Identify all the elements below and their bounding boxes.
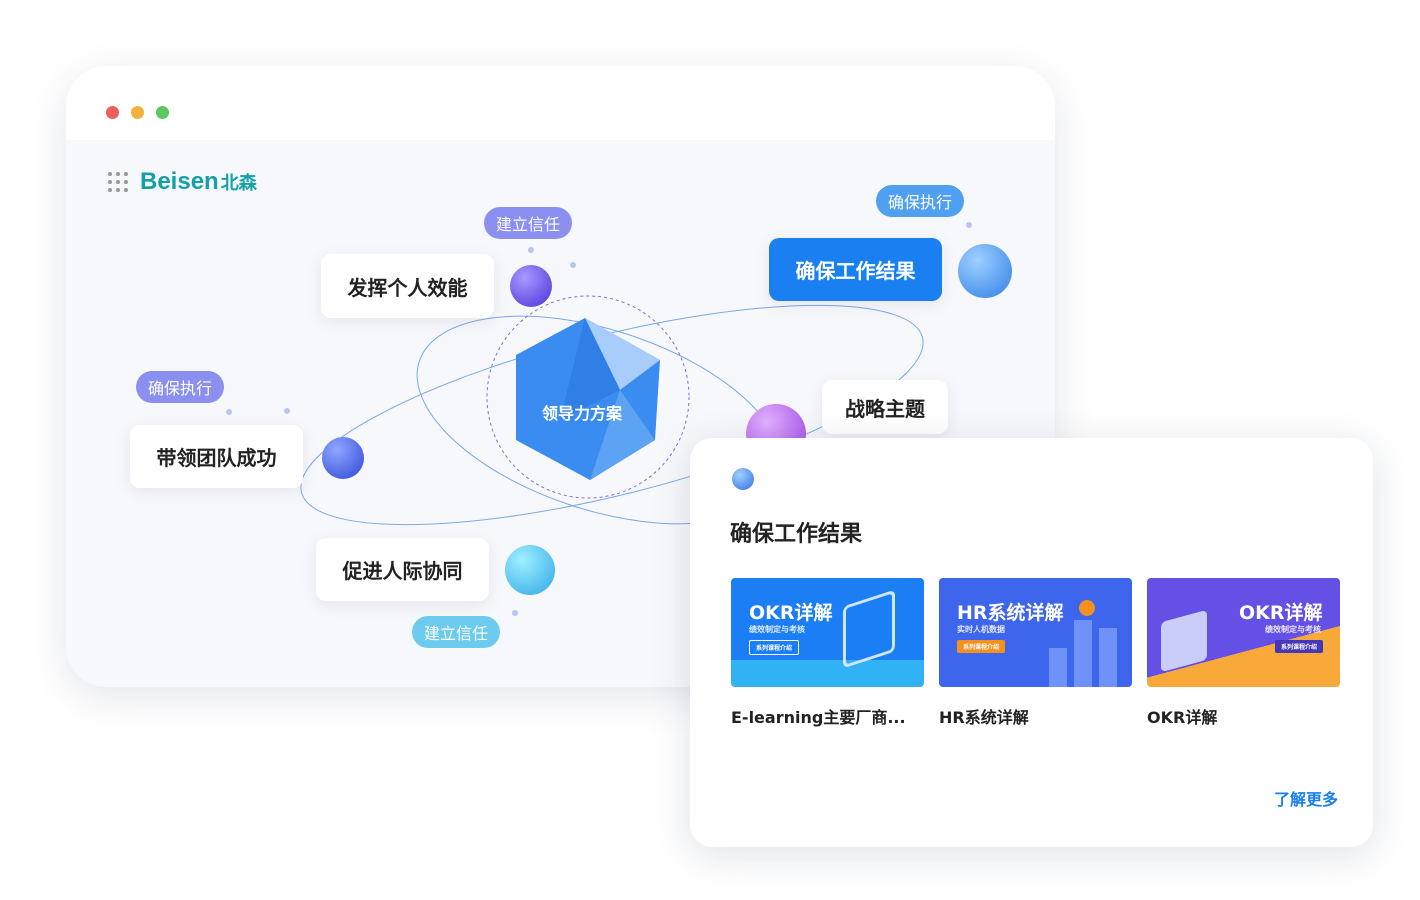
panel-title: 确保工作结果: [730, 522, 863, 547]
node-ball: [505, 545, 555, 595]
thumb-btn: 系列课程介绍: [957, 640, 1006, 653]
thumb-btn: 系列课程介绍: [1275, 640, 1324, 653]
node-ball: [958, 244, 1012, 298]
node-strategy[interactable]: 战略主题: [822, 380, 948, 434]
monitor-icon: [1161, 609, 1207, 673]
thumb-sub: 绩效制定与考核: [749, 625, 805, 634]
tag-trust-bottom: 建立信任: [412, 616, 501, 648]
tag-exec-top: 确保执行: [876, 185, 965, 217]
thumb-sub: 实时人机数据: [957, 625, 1005, 634]
course-caption[interactable]: E-learning主要厂商...: [731, 708, 906, 727]
bar-chart-icon: [1079, 600, 1095, 616]
node-collab[interactable]: 促进人际协同: [316, 538, 489, 601]
thumb-title: OKR详解: [1239, 602, 1323, 624]
title-bar: [66, 66, 1055, 140]
course-thumb[interactable]: OKR详解 绩效制定与考核 系列课程介绍: [1147, 578, 1340, 687]
course-caption[interactable]: OKR详解: [1147, 708, 1218, 727]
apps-grid-icon[interactable]: [108, 172, 130, 192]
course-thumb[interactable]: OKR详解 绩效制定与考核 系列课程介绍: [731, 578, 924, 687]
tag-exec-left: 确保执行: [136, 371, 225, 403]
thumb-btn: 系列课程介绍: [749, 640, 800, 655]
thumb-title: HR系统详解: [957, 602, 1064, 624]
course-thumb[interactable]: HR系统详解 实时人机数据 系列课程介绍: [939, 578, 1132, 687]
learn-more-link[interactable]: 了解更多: [1273, 790, 1338, 809]
thumb-title: OKR详解: [749, 602, 833, 624]
tag-trust-top: 建立信任: [484, 207, 573, 239]
brand-cn: 北森: [220, 173, 257, 193]
panel-ball-icon: [732, 468, 754, 490]
brand-name: Beisen: [140, 168, 219, 195]
node-ball: [510, 265, 552, 307]
close-dot[interactable]: [106, 106, 119, 119]
thumb-sub: 绩效制定与考核: [1265, 625, 1321, 634]
minimize-dot[interactable]: [131, 106, 144, 119]
node-team[interactable]: 带领团队成功: [130, 425, 303, 488]
maximize-dot[interactable]: [156, 106, 169, 119]
monitor-check-icon: [843, 589, 895, 669]
node-ball: [322, 437, 364, 479]
course-caption[interactable]: HR系统详解: [939, 708, 1029, 727]
detail-panel: 确保工作结果 OKR详解 绩效制定与考核 系列课程介绍 HR系统详解 实时人机数…: [690, 438, 1373, 847]
node-result[interactable]: 确保工作结果: [769, 238, 942, 301]
node-personal[interactable]: 发挥个人效能: [321, 254, 494, 318]
center-label: 领导力方案: [542, 404, 623, 423]
